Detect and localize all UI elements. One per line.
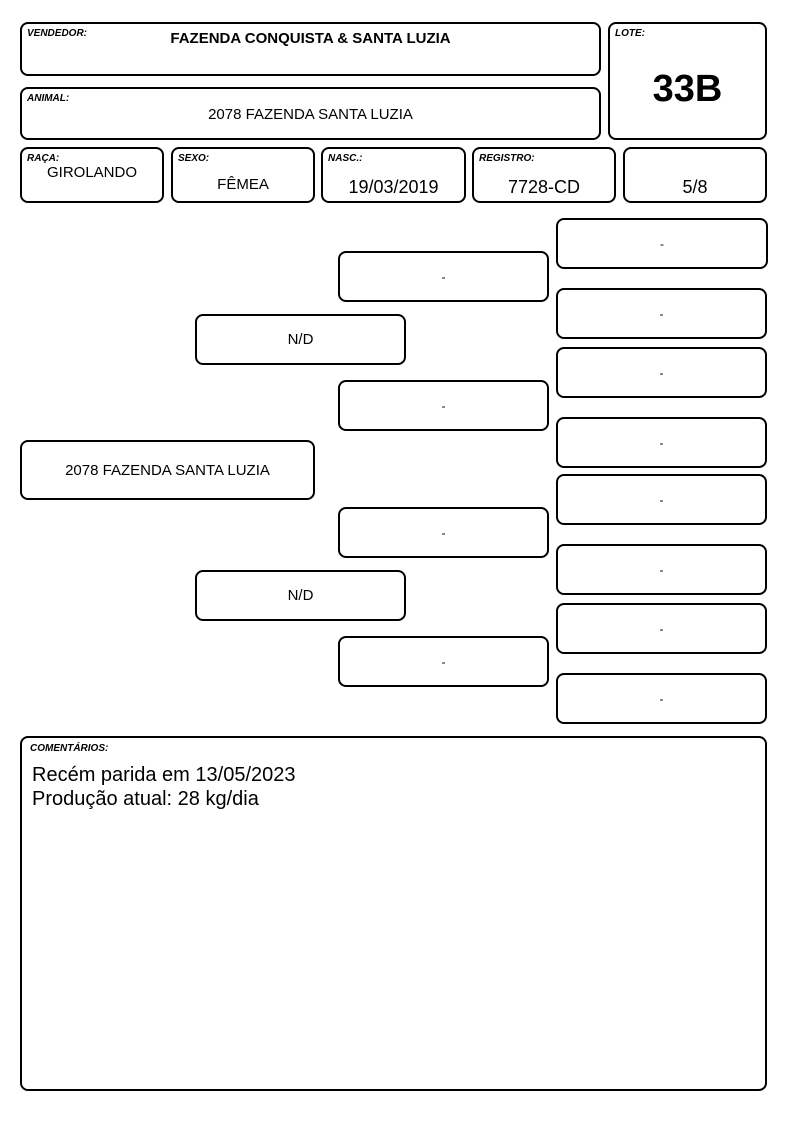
- pedigree-gen3-4: -: [556, 417, 767, 468]
- animal-value: 2078 FAZENDA SANTA LUZIA: [208, 106, 413, 123]
- pedigree-gen3-5: -: [556, 474, 767, 525]
- pedigree-dam-sire: -: [338, 507, 549, 558]
- comments-text: Recém parida em 13/05/2023 Produção atua…: [32, 763, 296, 811]
- comments-label: COMENTÁRIOS:: [30, 743, 109, 754]
- nasc-box: NASC.: 19/03/2019: [321, 147, 466, 203]
- lote-value: 33B: [652, 68, 723, 110]
- lote-label: LOTE:: [615, 28, 645, 39]
- comment-line: Recém parida em 13/05/2023: [32, 764, 296, 786]
- grau-sangue-box: 5/8: [623, 147, 767, 203]
- raca-value: GIROLANDO: [46, 164, 137, 181]
- sexo-value: FÊMEA: [217, 176, 269, 193]
- vendedor-label: VENDEDOR:: [27, 28, 88, 39]
- sexo-box: SEXO: FÊMEA: [171, 147, 315, 203]
- pedigree-sire-sire: -: [338, 251, 549, 302]
- comment-line: Produção atual: 28 kg/dia: [32, 788, 259, 810]
- pedigree-sire: N/D: [195, 314, 406, 365]
- animal-label: ANIMAL:: [27, 93, 70, 104]
- pedigree-gen3-7: -: [556, 603, 767, 654]
- pedigree-animal: 2078 FAZENDA SANTA LUZIA: [20, 440, 315, 500]
- lote-box: LOTE: 33B: [608, 22, 767, 140]
- pedigree-gen3-2: -: [556, 288, 767, 339]
- pedigree-gen3-6: -: [556, 544, 767, 595]
- vendedor-value: FAZENDA CONQUISTA & SANTA LUZIA: [170, 30, 451, 47]
- grau-sangue-value: 5/8: [682, 177, 708, 197]
- pedigree-sire-dam: -: [338, 380, 549, 431]
- registro-value: 7728-CD: [507, 177, 581, 197]
- comments-box: COMENTÁRIOS: Recém parida em 13/05/2023 …: [20, 736, 767, 1091]
- registro-label: REGISTRO:: [479, 153, 535, 164]
- registro-box: REGISTRO: 7728-CD: [472, 147, 616, 203]
- pedigree-gen3-3: -: [556, 347, 767, 398]
- raca-box: RAÇA: GIROLANDO: [20, 147, 164, 203]
- nasc-label: NASC.:: [328, 153, 363, 164]
- pedigree-gen3-8: -: [556, 673, 767, 724]
- pedigree-gen3-1: -: [556, 218, 768, 269]
- sexo-label: SEXO:: [178, 153, 210, 164]
- raca-label: RAÇA:: [27, 153, 60, 164]
- nasc-value: 19/03/2019: [348, 177, 439, 197]
- animal-box: ANIMAL: 2078 FAZENDA SANTA LUZIA: [20, 87, 601, 140]
- pedigree-dam-dam: -: [338, 636, 549, 687]
- pedigree-dam: N/D: [195, 570, 406, 621]
- vendedor-box: VENDEDOR: FAZENDA CONQUISTA & SANTA LUZI…: [20, 22, 601, 76]
